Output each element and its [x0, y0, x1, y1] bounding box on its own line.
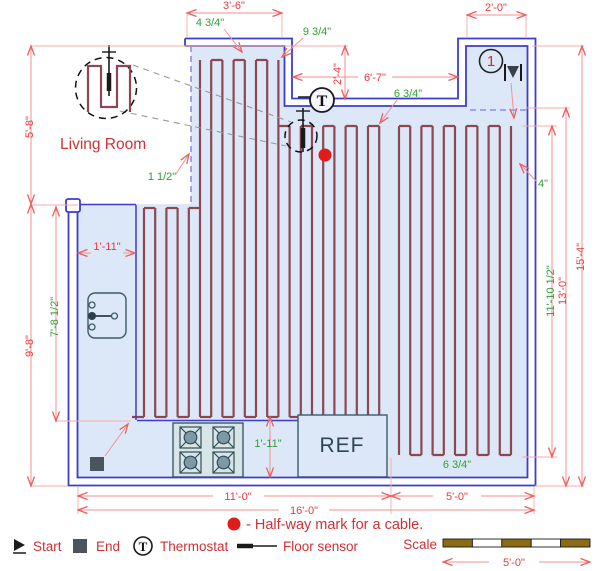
scale-bar: Scale 5'-0"	[403, 537, 590, 569]
cable-start-symbol	[504, 64, 522, 81]
dim-top-protrusion-width: 3'-6"	[223, 0, 245, 12]
halfway-legend-text: - Half-way mark for a cable.	[246, 517, 423, 533]
dim-inner-height: 13'-0"	[557, 277, 569, 305]
floor-sensor-legend-label: Floor sensor	[283, 539, 359, 554]
callout-circle-1: 1	[478, 48, 504, 74]
dim-counter-width: 1'-11"	[93, 241, 120, 253]
legend: - Half-way mark for a cable. Start End T…	[13, 517, 423, 556]
stove-burner	[212, 426, 235, 449]
end-legend-icon	[73, 539, 87, 553]
dim-cable-area-height: 11'-10 1/2"	[545, 265, 557, 317]
cable-detail-bubble	[74, 45, 138, 120]
thermostat-legend-label: Thermostat	[160, 539, 229, 554]
refrigerator	[297, 414, 388, 478]
label-left-edge-offset: 1 1/2"	[148, 171, 176, 183]
leader-lines	[104, 28, 538, 457]
end-legend-label: End	[96, 539, 120, 554]
dim-notch-depth: 2'-4"	[332, 63, 344, 85]
left-wall-cap	[65, 198, 81, 213]
dim-right-protrusion-width: 2'-0"	[485, 2, 507, 14]
halfway-legend-dot	[227, 517, 241, 531]
svg-text:T: T	[139, 539, 148, 554]
dim-bottom-left-width: 11'-0"	[224, 491, 251, 503]
wall-outer	[67, 37, 537, 487]
appliances: REF	[79, 203, 388, 478]
dim-left-lower-height: 9'-8"	[24, 335, 36, 357]
stove-burner	[179, 426, 202, 449]
extension-lines	[31, 13, 584, 514]
detail-link-line	[132, 64, 292, 123]
dimension-lines	[31, 13, 582, 510]
thermostat-legend-icon: T	[133, 536, 153, 556]
heating-cable-zone-right	[397, 124, 513, 457]
svg-text:1: 1	[487, 53, 495, 70]
stove-burner	[212, 451, 235, 474]
thermostat-symbol: T	[298, 87, 335, 113]
walls	[65, 37, 537, 487]
halfway-mark-dot	[318, 148, 332, 162]
dim-left-upper-height: 5'-8"	[24, 116, 36, 138]
scale-label: Scale	[403, 537, 437, 552]
floor-sensor-symbol	[284, 108, 318, 153]
dimension-texts: 3'-6" 2'-0" 6'-7" 2'-4" 5'-8" 9'-8" 7'-8…	[24, 0, 587, 517]
start-legend-label: Start	[33, 539, 62, 554]
svg-text:T: T	[317, 93, 328, 110]
sink	[87, 292, 127, 339]
start-legend-icon	[13, 539, 26, 554]
stove-burner	[179, 451, 202, 474]
label-main-spacing: 6 3/4"	[394, 88, 422, 100]
label-right-zone-spacing: 6 3/4"	[443, 459, 471, 471]
label-right-edge-offset: 4"	[538, 178, 548, 190]
label-top-corner-offset: 9 3/4"	[303, 26, 331, 38]
cable-spacing-labels: 4 3/4" 9 3/4" 6 3/4" 4" 1 1/2" 1'-11" 6 …	[148, 17, 548, 471]
cable-end-symbol	[90, 457, 104, 471]
dim-bottom-right-width: 5'-0"	[446, 491, 468, 503]
refrigerator-label: REF	[320, 434, 365, 457]
dim-notch-width: 6'-7"	[364, 72, 386, 84]
label-protrusion-spacing: 4 3/4"	[196, 17, 224, 29]
room-label: Living Room	[60, 136, 146, 153]
wall-inner	[76, 45, 529, 479]
scale-length-text: 5'-0"	[503, 557, 525, 569]
dim-counter-height: 7'-8 1/2"	[49, 297, 61, 337]
heated-floor-fill	[78, 46, 527, 477]
dim-total-width: 16'-0"	[290, 505, 318, 517]
label-bottom-strip-height: 1'-11"	[254, 438, 281, 450]
dim-total-height: 15'-4"	[575, 243, 587, 271]
